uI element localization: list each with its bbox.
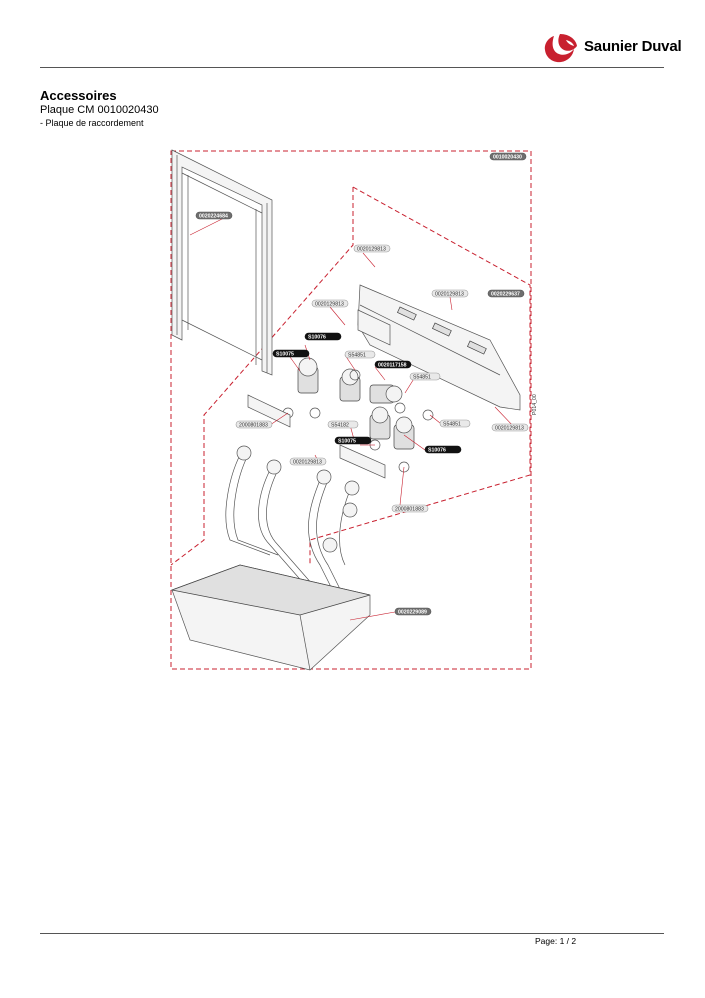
label-screw-c-text: 0020129813 — [315, 302, 344, 308]
label-seal-b-text: S54851 — [413, 375, 431, 381]
label-valve-d-text: S10075 — [338, 439, 356, 445]
label-screw-b-text: 0020129813 — [435, 292, 464, 298]
label-valve-b-text: S10076 — [428, 448, 446, 454]
label-seal-d-text: S54182 — [331, 423, 349, 429]
label-seal-a: S54851 — [344, 350, 376, 359]
page-subtitle: Plaque CM 0010020430 — [40, 104, 159, 116]
label-screw-d-text: 0020129813 — [495, 426, 524, 432]
label-frame: 0020224684 — [195, 211, 233, 220]
label-frame-text: 0020224684 — [199, 214, 228, 220]
label-cover: 0020229089 — [394, 607, 432, 616]
footer-rule — [40, 933, 664, 934]
label-seal-c-text: S54851 — [443, 422, 461, 428]
label-washer-a-text: 2000801883 — [239, 423, 268, 429]
label-bracket-text: 0020229637 — [491, 292, 520, 298]
label-valve-a: S10076 — [304, 332, 342, 341]
kit-boundary — [170, 150, 532, 670]
subassembly-boundary — [170, 187, 354, 566]
valve-assembly — [297, 357, 415, 450]
label-screw-e-text: 0020129813 — [293, 460, 322, 466]
label-screw-e: 0020129813 — [289, 457, 327, 466]
label-seal-b: S54851 — [409, 372, 441, 381]
label-seal-c: S54851 — [439, 419, 471, 428]
subassembly-boundary-b — [309, 186, 531, 565]
connection-rail — [357, 284, 521, 411]
label-main-text: 0010020430 — [493, 155, 522, 161]
drawing-code: P014_00 — [532, 394, 538, 415]
pipe-assembly — [225, 445, 360, 596]
bottom-cover — [170, 564, 371, 671]
label-valve-b: S10076 — [424, 445, 462, 454]
brand-logo — [544, 34, 577, 63]
seal-rings — [282, 369, 434, 473]
label-screw-b: 0020129813 — [431, 289, 469, 298]
page-indicator: Page: 1 / 2 — [535, 936, 577, 946]
mounting-frame — [171, 149, 273, 376]
label-seal-a-text: S54851 — [348, 353, 366, 359]
exploded-diagram: 0010020430 0020224684 0020129813 0020129… — [170, 149, 538, 671]
label-washer-a: 2000801883 — [235, 420, 273, 429]
label-valve-e-text: 0020117158 — [378, 363, 407, 369]
label-washer-b-text: 2000801883 — [395, 507, 424, 513]
label-valve-c: S10075 — [272, 349, 310, 358]
label-valve-d: S10075 — [334, 436, 372, 445]
header-rule — [40, 67, 664, 68]
label-screw-a-text: 0020129813 — [357, 247, 386, 253]
label-washer-b: 2000801883 — [391, 504, 429, 513]
label-valve-a-text: S10076 — [308, 335, 326, 341]
label-valve-c-text: S10075 — [276, 352, 294, 358]
label-screw-a: 0020129813 — [353, 244, 391, 253]
label-bracket: 0020229637 — [487, 289, 525, 298]
label-screw-d: 0020129813 — [491, 423, 529, 432]
brand-name: Saunier Duval — [584, 38, 682, 55]
label-main: 0010020430 — [489, 152, 527, 161]
label-seal-d: S54182 — [327, 420, 359, 429]
page-description: - Plaque de raccordement — [40, 118, 144, 128]
leader-lines — [189, 216, 516, 621]
label-valve-e: 0020117158 — [374, 360, 412, 369]
label-cover-text: 0020229089 — [398, 610, 427, 616]
label-screw-c: 0020129813 — [311, 299, 349, 308]
page-title: Accessoires — [40, 88, 117, 103]
